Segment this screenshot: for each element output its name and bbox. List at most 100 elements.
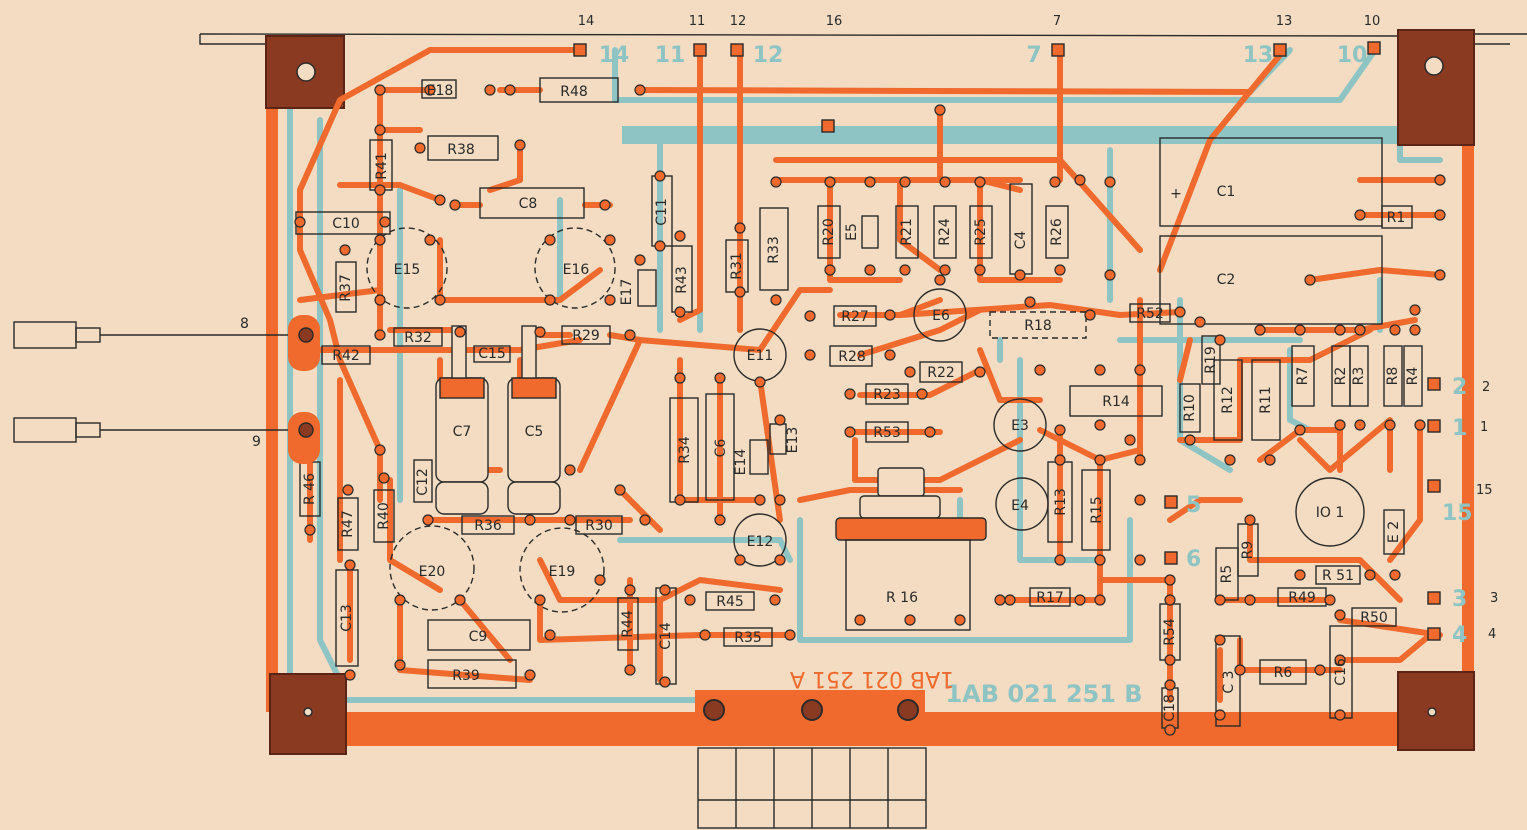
label-c3: C 3 <box>1221 670 1237 693</box>
label-r14: R14 <box>1102 394 1130 410</box>
label-r20: R20 <box>821 218 837 246</box>
left-pin-label: 9 <box>252 434 261 450</box>
copper-pin-label: 15 <box>1442 501 1473 526</box>
label-c11: C11 <box>654 198 670 226</box>
copper-pin-label: 1 <box>1452 416 1467 441</box>
label-r6: R6 <box>1274 665 1293 681</box>
right-pin-label: 1 <box>1480 420 1488 435</box>
label-r25: R25 <box>973 218 989 246</box>
label-c9: C9 <box>469 629 488 645</box>
right-pin-label: 2 <box>1482 380 1490 395</box>
solder-pads <box>294 84 1446 736</box>
label-r22: R22 <box>927 365 955 381</box>
label-r53: R53 <box>873 425 901 441</box>
bottom-connector <box>697 747 927 829</box>
label-e14: E14 <box>733 449 749 476</box>
label-r49: R49 <box>1288 590 1316 606</box>
mid-pin-labels: 5 6 <box>1186 493 1201 572</box>
label-r1: R1 <box>1387 210 1406 226</box>
label-r23: R23 <box>873 387 901 403</box>
label-r52: R52 <box>1136 306 1164 322</box>
label-e20: E20 <box>419 564 446 580</box>
label-r38: R38 <box>447 142 475 158</box>
label-r29: R29 <box>572 328 600 344</box>
label-r21: R21 <box>899 218 915 246</box>
mounting-blocks <box>265 29 1475 755</box>
label-r17: R17 <box>1036 590 1064 606</box>
label-r5: R5 <box>1219 565 1235 584</box>
label-c4: C4 <box>1013 231 1029 250</box>
label-r35: R35 <box>734 630 762 646</box>
label-c15: C15 <box>478 346 506 362</box>
copper-pin-label: 11 <box>655 43 686 68</box>
label-r8: R8 <box>1385 367 1401 386</box>
label-r36: R36 <box>474 518 502 534</box>
copper-pin-label: 7 <box>1026 43 1041 68</box>
label-r24: R24 <box>937 218 953 246</box>
top-pin-label: 11 <box>689 14 706 29</box>
label-c1: C1 <box>1217 184 1236 200</box>
potentiometer-r16 <box>835 467 987 631</box>
label-e15: E15 <box>394 262 421 278</box>
label-e19: E19 <box>549 564 576 580</box>
left-pad-holes <box>298 327 314 438</box>
top-pin-labels: 14 11 12 16 7 13 10 <box>578 14 1381 29</box>
right-pin-label: 3 <box>1490 591 1498 606</box>
top-pin-label: 12 <box>730 14 747 29</box>
label-r12: R12 <box>1220 386 1236 414</box>
copper-pin-label: 10 <box>1337 43 1368 68</box>
copper-pin-label: 4 <box>1452 623 1467 648</box>
board-frame <box>266 92 1474 746</box>
label-r47: R47 <box>340 510 356 538</box>
label-r19: R19 <box>1203 346 1219 374</box>
label-e3: E3 <box>1011 418 1029 434</box>
copper-pin-label: 13 <box>1243 43 1274 68</box>
label-r39: R39 <box>452 668 480 684</box>
top-pin-label: 7 <box>1053 14 1061 29</box>
top-pin-label: 13 <box>1276 14 1293 29</box>
label-c18: C18 <box>1162 694 1178 722</box>
label-r51: R 51 <box>1322 568 1354 584</box>
connector-holes <box>703 699 919 721</box>
label-c1-plus: + <box>1170 186 1182 202</box>
label-r4: R4 <box>1405 367 1421 386</box>
label-r13: R13 <box>1053 488 1069 516</box>
label-r48: R48 <box>560 84 588 100</box>
label-c10: C10 <box>332 216 360 232</box>
left-pin-label: 8 <box>240 316 249 332</box>
label-r45: R45 <box>716 594 744 610</box>
electrolytic-caps <box>435 325 561 515</box>
board-code: 1AB 021 251 B <box>945 680 1142 708</box>
label-e6: E6 <box>932 308 950 324</box>
label-r46: R 46 <box>302 473 318 505</box>
label-io1: IO 1 <box>1316 505 1345 521</box>
label-r42: R42 <box>332 348 360 364</box>
label-r28: R28 <box>838 349 866 365</box>
label-r3: R3 <box>1351 367 1367 386</box>
frame-lines <box>199 33 1527 45</box>
copper-pin-label: 3 <box>1452 587 1467 612</box>
label-r27: R27 <box>841 309 869 325</box>
label-e17: E17 <box>619 279 635 306</box>
right-copper-pin-labels: 2 1 15 3 4 <box>1442 375 1473 648</box>
right-pin-label: 15 <box>1476 483 1493 498</box>
label-e12: E12 <box>747 534 774 550</box>
label-r30: R30 <box>585 518 613 534</box>
label-r40: R40 <box>376 502 392 530</box>
label-r31: R31 <box>729 252 745 280</box>
label-e18: E18 <box>427 83 454 99</box>
label-c2: C2 <box>1217 272 1236 288</box>
component-labels: R48 E18 R38 R41 C8 C10 E15 E16 R37 R32 R… <box>302 83 1421 722</box>
copper-pin-label: 6 <box>1186 547 1201 572</box>
label-e2: E 2 <box>1386 521 1402 543</box>
label-e16: E16 <box>563 262 590 278</box>
label-r11: R11 <box>1258 386 1274 414</box>
label-c8: C8 <box>519 196 538 212</box>
copper-pin-label: 12 <box>753 43 784 68</box>
label-r15: R15 <box>1089 496 1105 524</box>
label-e4: E4 <box>1011 498 1029 514</box>
transistor-circles <box>366 227 1365 613</box>
copper-pin-label: 2 <box>1452 375 1467 400</box>
label-c16: C16 <box>1333 658 1349 686</box>
